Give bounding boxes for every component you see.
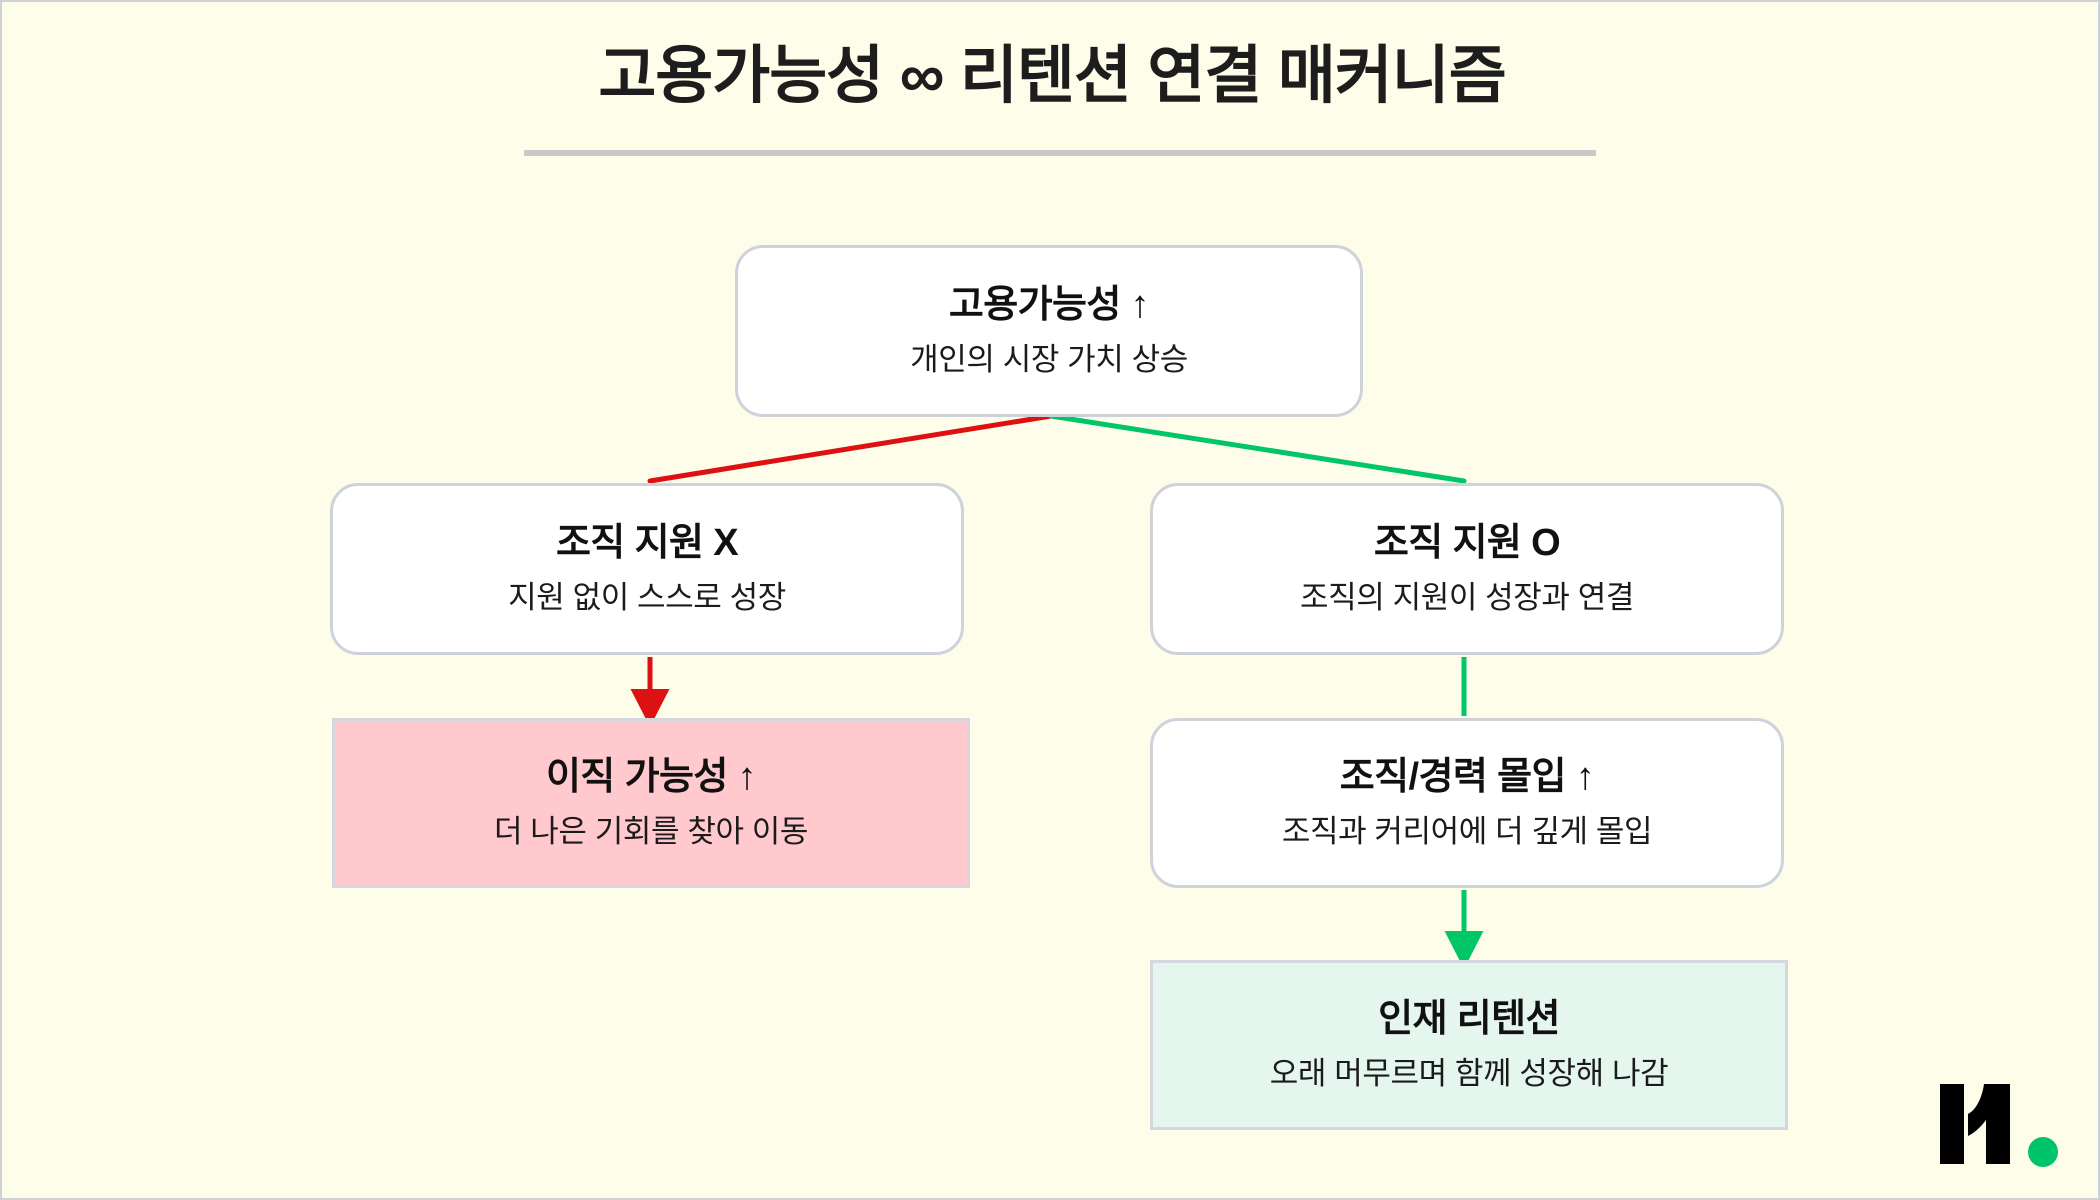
edge-employability-to-no-support [647,413,1054,484]
node-support-sub: 조직의 지원이 성장과 연결 [1300,579,1634,615]
brand-logo-icon [1940,1084,2058,1167]
edge-employability-to-support [1048,413,1467,484]
node-retention[interactable]: 인재 리텐션 오래 머무르며 함께 성장해 나감 [1150,960,1788,1130]
node-retention-head: 인재 리텐션 [1378,998,1560,1041]
node-turnover-risk-head: 이직 가능성 ↑ [545,756,757,799]
node-turnover-risk-sub: 더 나은 기회를 찾아 이동 [493,813,809,849]
node-employability-head: 고용가능성 ↑ [948,284,1150,327]
node-employability-sub: 개인의 시장 가치 상승 [910,341,1188,377]
node-employability[interactable]: 고용가능성 ↑ 개인의 시장 가치 상승 [735,245,1363,417]
node-no-support-sub: 지원 없이 스스로 성장 [508,579,786,615]
logo-dot-icon [2028,1137,2058,1167]
page-title: 고용가능성 ∞ 리텐션 연결 매커니즘 [2,40,2098,113]
node-commitment-head: 조직/경력 몰입 ↑ [1339,756,1595,799]
node-retention-sub: 오래 머무르며 함께 성장해 나감 [1269,1055,1669,1091]
node-support[interactable]: 조직 지원 O 조직의 지원이 성장과 연결 [1150,483,1784,655]
node-no-support-head: 조직 지원 X [555,522,739,565]
title-underline-rule [524,150,1596,156]
page-title-text: 고용가능성 ∞ 리텐션 연결 매커니즘 [598,41,1506,111]
node-commitment-sub: 조직과 커리어에 더 깊게 몰입 [1281,813,1653,849]
node-no-support[interactable]: 조직 지원 X 지원 없이 스스로 성장 [330,483,964,655]
node-commitment[interactable]: 조직/경력 몰입 ↑ 조직과 커리어에 더 깊게 몰입 [1150,718,1784,888]
node-turnover-risk[interactable]: 이직 가능성 ↑ 더 나은 기회를 찾아 이동 [332,718,970,888]
node-support-head: 조직 지원 O [1373,522,1561,565]
